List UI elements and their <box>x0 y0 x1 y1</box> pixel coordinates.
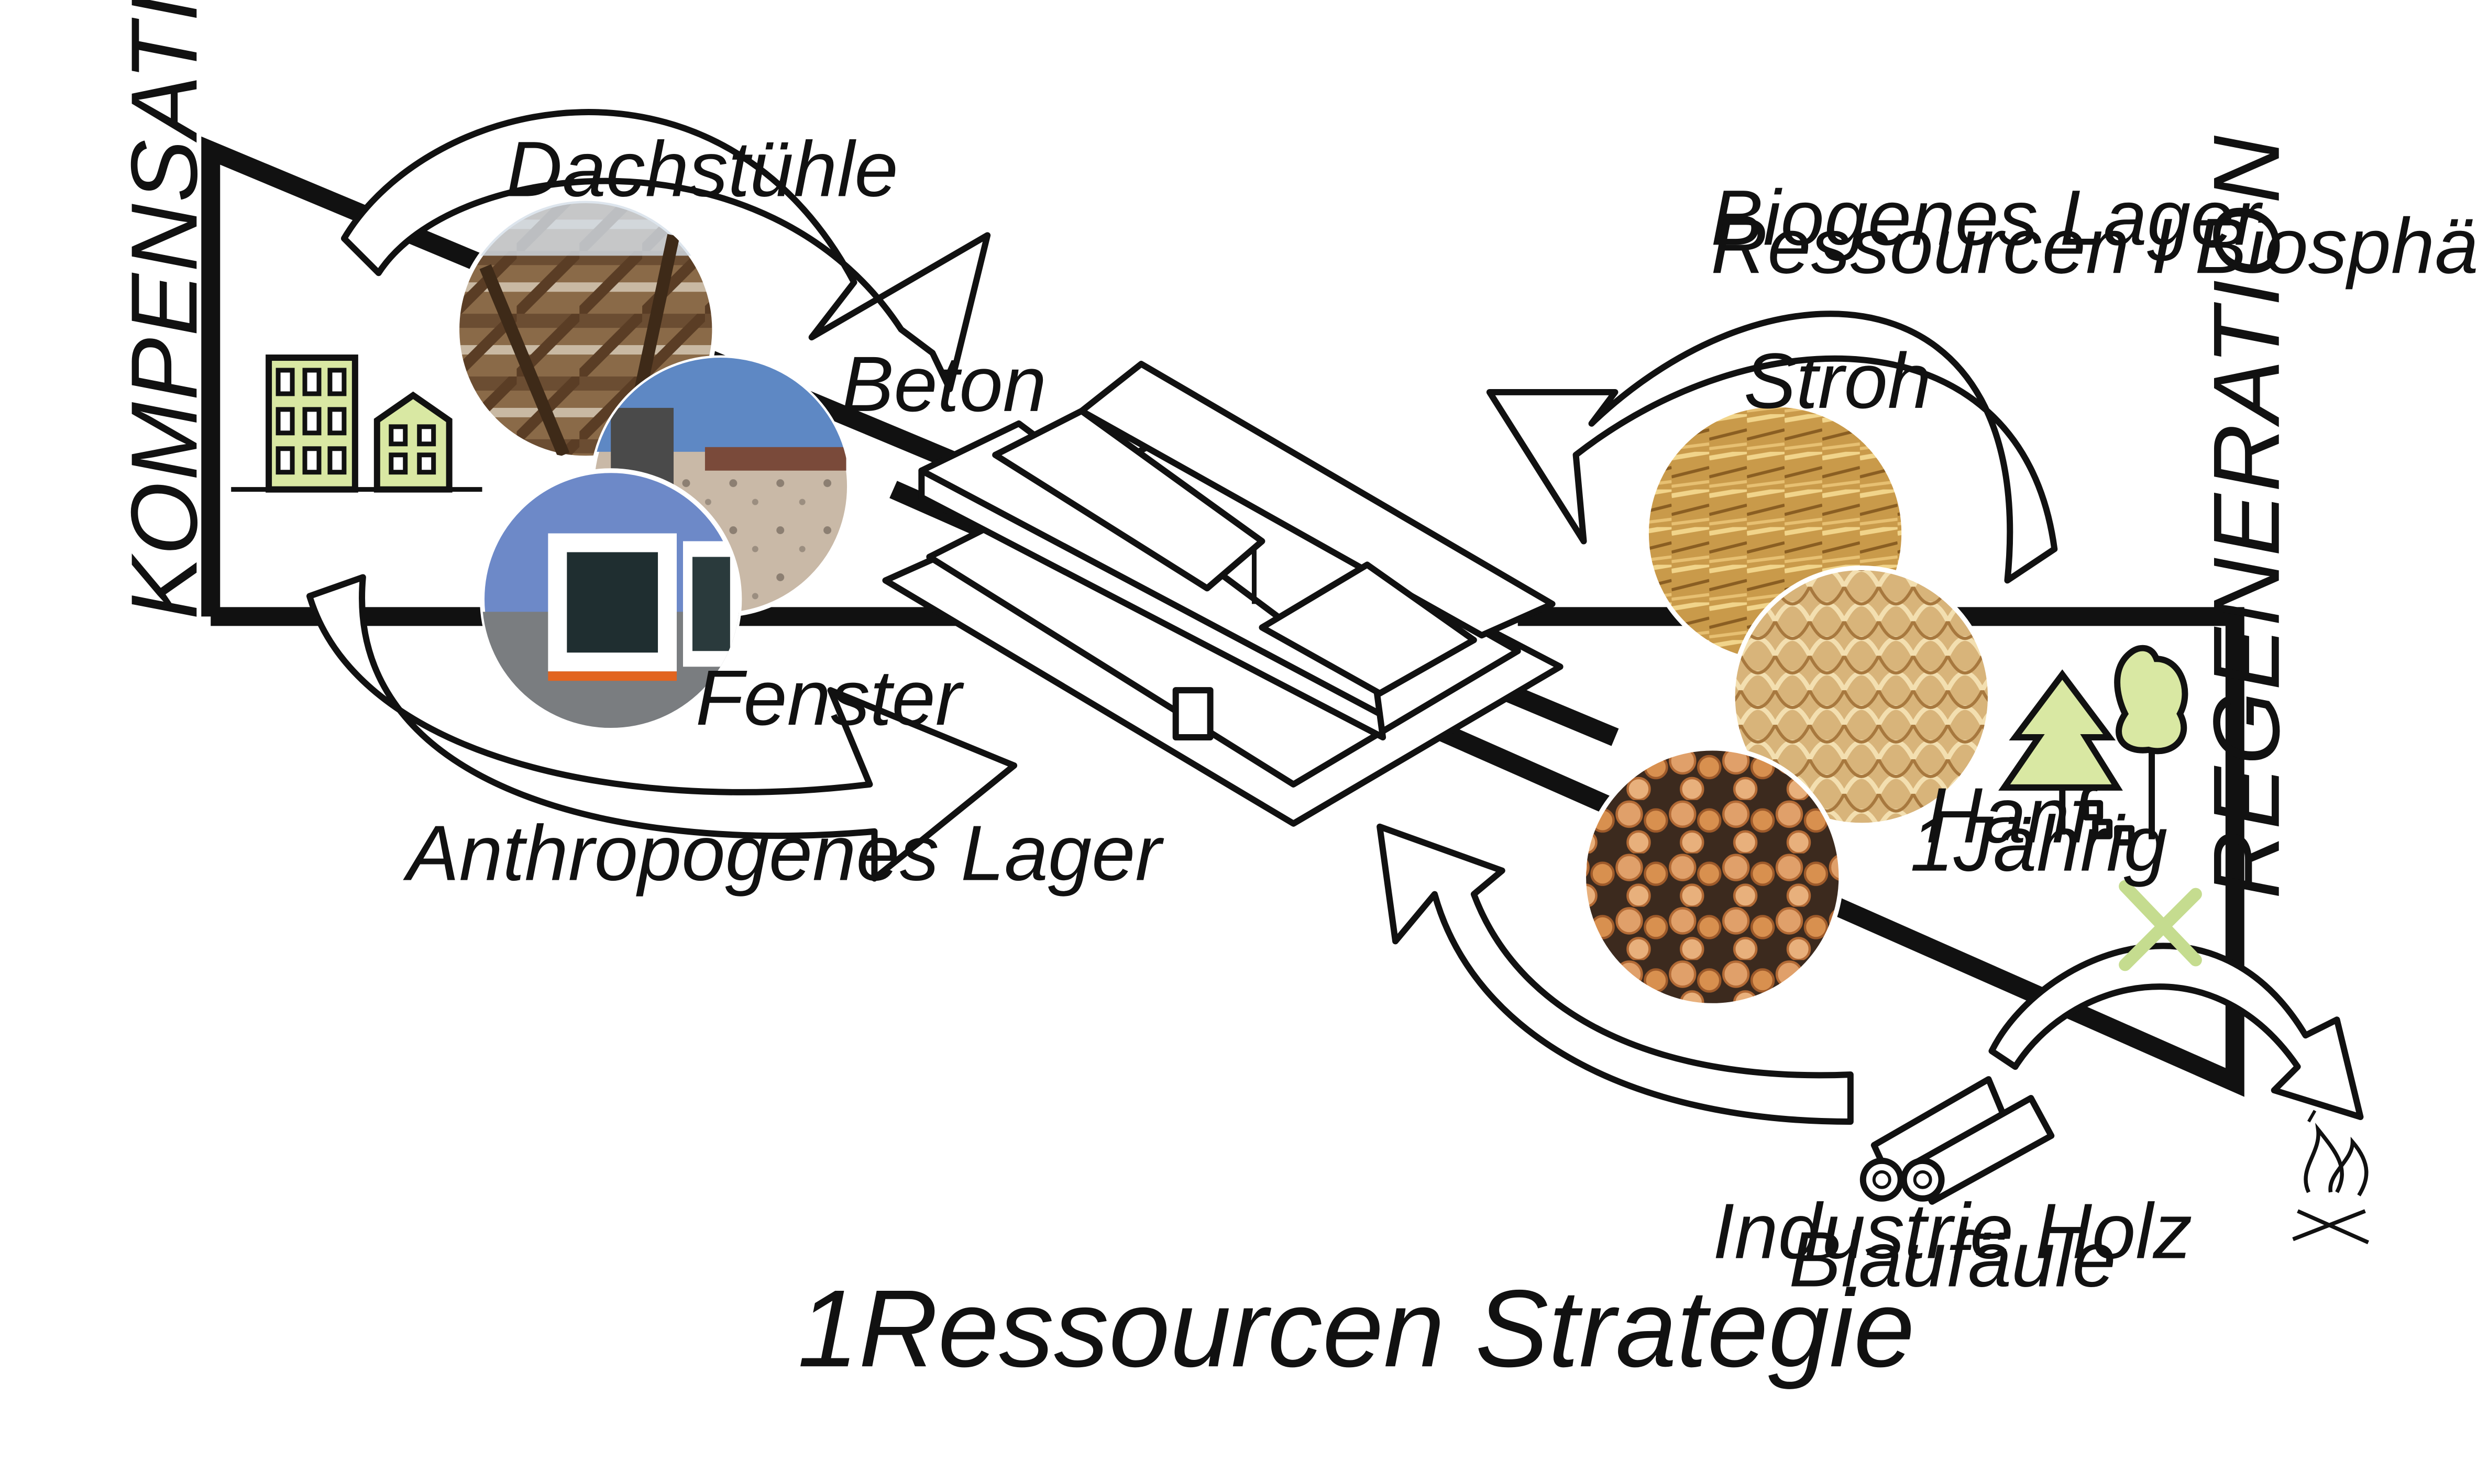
label-hanf-einjaehrig: 1Jährig <box>1910 800 2167 888</box>
top-right-cycle-arrow <box>1486 311 2058 584</box>
fire-icon <box>2292 1110 2369 1245</box>
trees-icon <box>1998 645 2188 846</box>
label-dachstuehle: Dachstühle <box>505 125 898 213</box>
cross-icon <box>2119 880 2202 971</box>
label-beton: Beton <box>842 340 1047 428</box>
bottom-left-cycle-arrow <box>306 574 1018 882</box>
buildings-icon <box>231 355 482 493</box>
side-label-kompensation: KOMPENSATION <box>112 0 217 619</box>
photo-hanf <box>1730 565 1992 828</box>
caption-anthropogenes-lager: Anthropogenes Lager <box>403 809 1164 897</box>
label-fenster: Fenster <box>696 654 964 741</box>
logs-icon <box>1859 1076 2055 1205</box>
top-left-cycle-arrow <box>340 109 991 392</box>
label-stroh: Stroh <box>1744 337 1931 425</box>
side-label-regeneration: REGENERATION <box>2194 134 2299 899</box>
label-industrie-holz: Industrie Holz <box>1713 1187 2193 1275</box>
caption-biogenes-lager: Biogenes Lager <box>1711 173 2263 261</box>
photo-holz <box>1581 746 1844 1008</box>
label-blaufaeule: Blaufäule <box>1789 1215 2116 1303</box>
bottom-right-cycle-arrow <box>1377 823 1854 1125</box>
diagram-title: 1Ressourcen Strategie <box>798 1267 1915 1390</box>
building-model-icon <box>882 361 1564 827</box>
label-hanf: Hanf <box>1926 771 2099 859</box>
burn-path-arrow <box>1988 943 2364 1120</box>
photo-fenster <box>480 468 742 730</box>
caption-ressourcen-biosphaere: Ressourcen I Biosphäre <box>1711 202 2477 290</box>
